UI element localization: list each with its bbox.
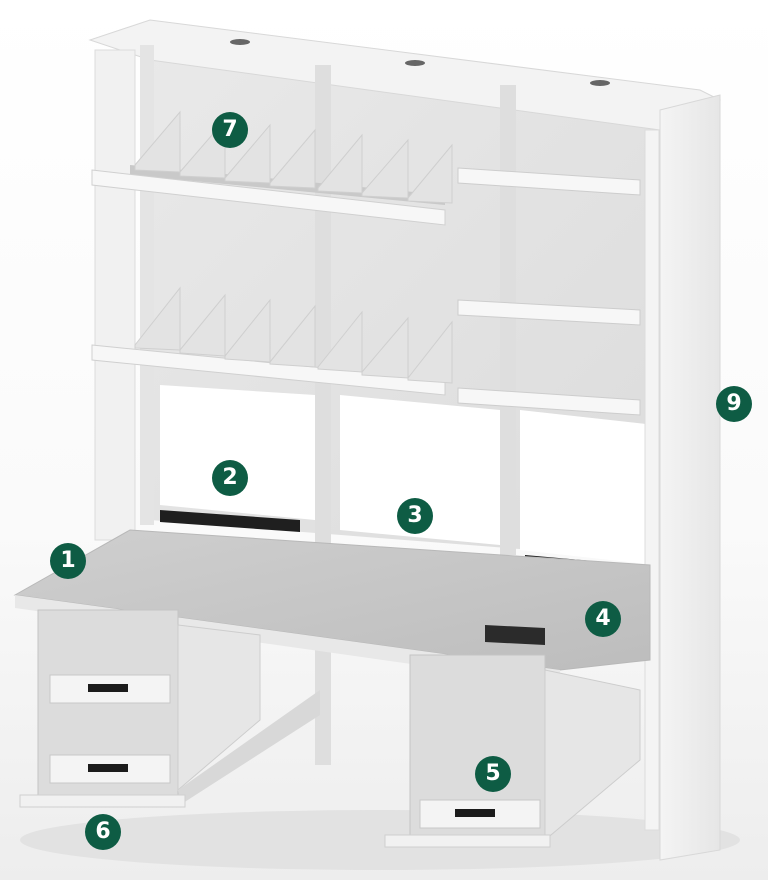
- rear-opening-center: [340, 395, 500, 545]
- rear-opening-right: [520, 410, 655, 565]
- power-strip-left: [160, 510, 300, 532]
- upright-left: [140, 45, 154, 525]
- cable-port: [230, 39, 250, 45]
- grommet-port: [485, 625, 545, 645]
- rear-opening-left: [160, 385, 315, 520]
- right-shelves: [457, 167, 641, 416]
- callout-7: 7: [212, 112, 248, 148]
- cable-port: [405, 60, 425, 66]
- callout-9: 9: [716, 386, 752, 422]
- left-post: [94, 49, 136, 541]
- upright-center-left: [315, 65, 331, 765]
- callout-6: 6: [85, 814, 121, 850]
- right-post: [644, 129, 660, 831]
- upright-center-right: [500, 85, 516, 555]
- floor-shadow: [20, 810, 740, 870]
- side-cabinet: [659, 94, 721, 861]
- callout-1: 1: [50, 543, 86, 579]
- callout-4: 4: [585, 601, 621, 637]
- callout-2: 2: [212, 460, 248, 496]
- right-pedestal: [384, 654, 641, 848]
- callout-5: 5: [475, 756, 511, 792]
- cable-port: [590, 80, 610, 86]
- left-pedestal: [19, 609, 320, 808]
- divider-shelf-lower: [91, 286, 453, 396]
- callout-3: 3: [397, 498, 433, 534]
